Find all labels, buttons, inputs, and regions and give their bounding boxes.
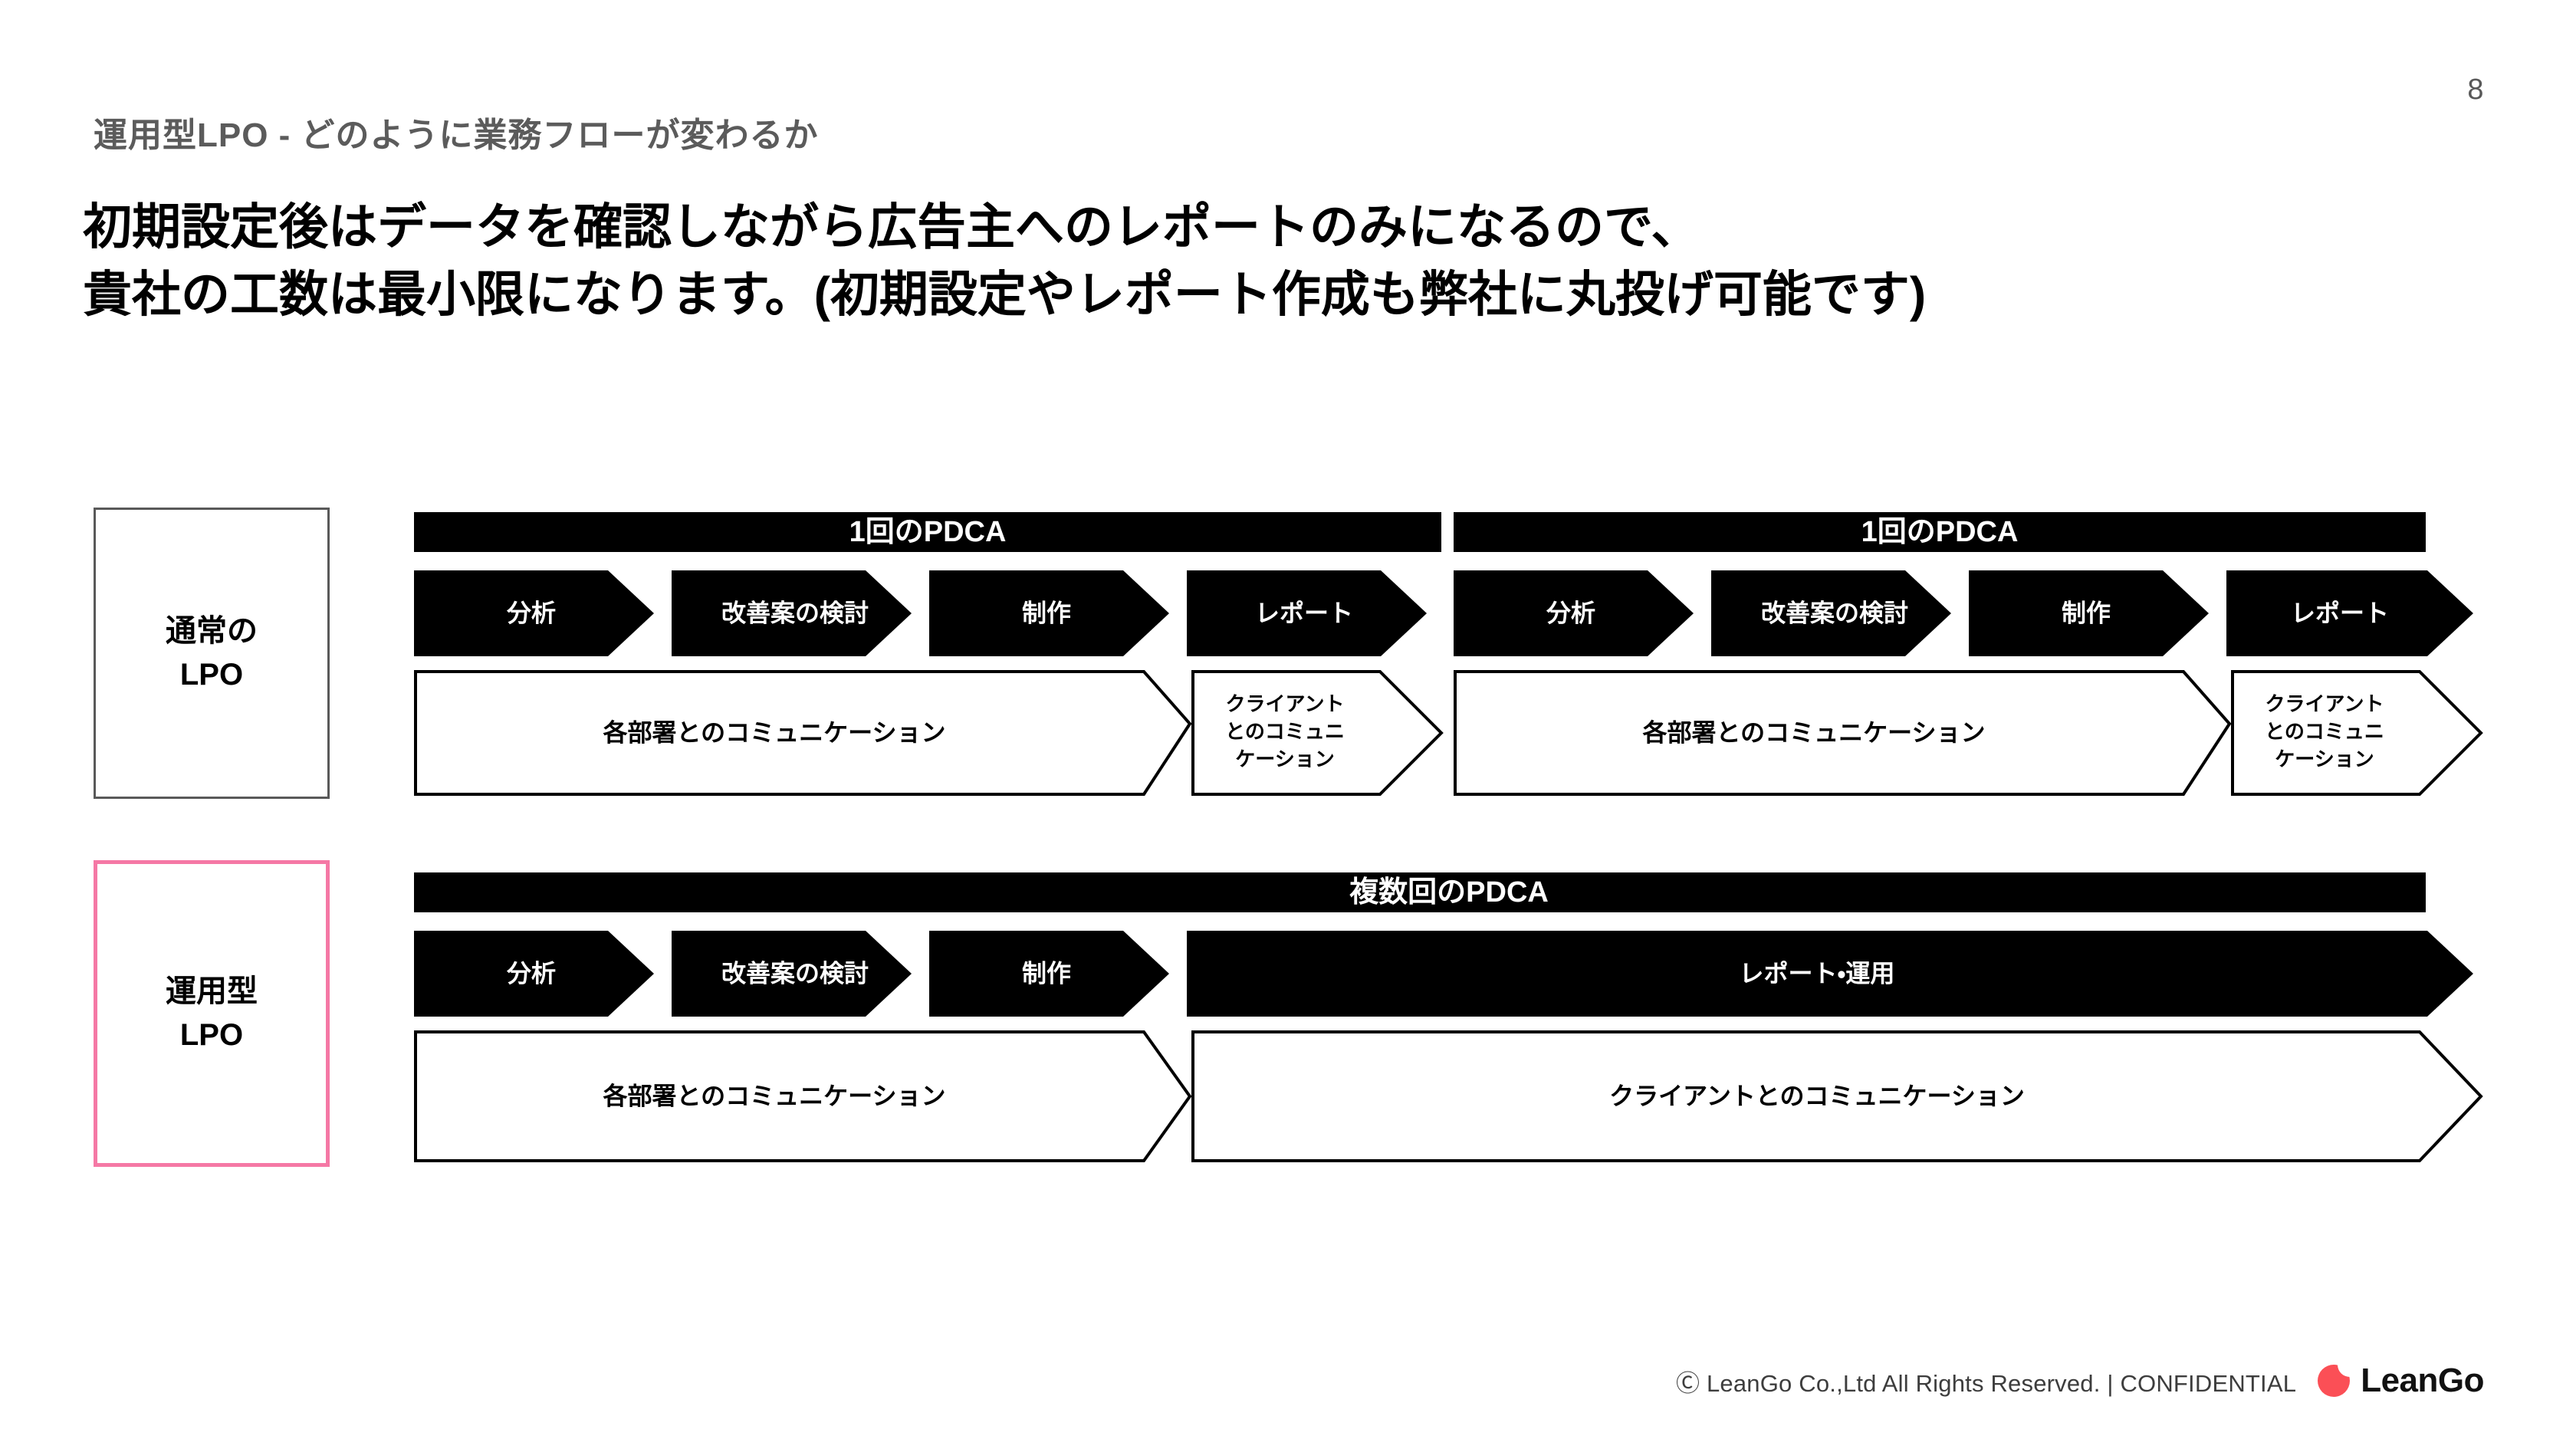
comm-chevron-row1-4-label-line2: とのコミュニ [2265,720,2384,743]
pdca-bar-row1-a-label: 1回のPDCA [849,516,1007,548]
step-chevron-row1-4 [1187,570,1427,656]
comm-chevron-row1-2-label-line1: クライアント [1226,692,1345,715]
step-chevron-row1-7 [1969,570,2209,656]
step-chevron-row1-6 [1711,570,1951,656]
step-chevron-row2-2 [672,931,912,1017]
pdca-bar-row1-b [1454,512,2426,552]
footer-copyright: Ⓒ LeanGo Co.,Ltd All Rights Reserved. | … [1675,1369,2297,1397]
pdca-bar-row1-b-label: 1回のPDCA [1861,516,2019,548]
step-chevron-row2-4-label: レポート・運用 [1740,959,1895,987]
step-chevron-row1-1-label: 分析 [506,599,556,626]
comm-chevron-row1-1-label: 各部署とのコミュニケーション [603,718,945,746]
step-chevron-row1-4-label: レポート [1255,599,1353,626]
step-chevron-row1-8-label: レポート [2291,599,2389,626]
step-chevron-row2-3 [929,931,1169,1017]
step-chevron-row2-3-label: 制作 [1022,959,1071,987]
step-chevron-row1-5-label: 分析 [1546,599,1595,626]
comm-chevron-row1-3 [1454,670,2232,796]
row-label-normal-lpo-text: 通常の LPO [166,614,258,692]
page-headline: 初期設定後はデータを確認しながら広告主へのレポートのみになるので、 貴社の工数は… [83,193,1926,329]
step-chevron-row1-5 [1454,570,1694,656]
comm-chevron-row1-1 [414,670,1192,796]
footer: Ⓒ LeanGo Co.,Ltd All Rights Reserved. | … [1675,1363,2485,1398]
step-chevron-row1-2-label: 改善案の検討 [721,599,869,626]
comm-chevron-row1-4 [2231,670,2483,796]
comm-chevron-row1-4-label-line1: クライアント [2266,692,2384,715]
step-chevron-row1-2 [672,570,912,656]
brand-logo: LeanGo [2316,1363,2484,1398]
step-chevron-row2-2-label: 改善案の検討 [721,959,869,987]
step-chevron-row1-8 [2226,570,2473,656]
pdca-bar-row1-a [414,512,1441,552]
comm-chevron-row1-2 [1191,670,1444,796]
row-label-managed-lpo-text: 運用型 LPO [166,974,258,1052]
step-chevron-row1-3 [929,570,1169,656]
comm-chevron-row2-2 [1191,1030,2483,1162]
row-label-normal-lpo: 通常の LPO [94,508,330,799]
comm-chevron-row2-1 [414,1030,1192,1162]
pdca-bar-row2-label: 複数回のPDCA [1349,876,1549,909]
headline-line-2: 貴社の工数は最小限になります。(初期設定やレポート作成も弊社に丸投げ可能です) [83,267,1927,323]
comm-chevron-row2-2-label: クライアントとのコミュニケーション [1609,1082,2025,1109]
comm-chevron-row1-3-label: 各部署とのコミュニケーション [1642,718,1985,746]
workflow-comparison-diagram: 通常の LPO 運用型 LPO 1回のPDCA 1回のPDCA 分析 改善案の検… [0,491,2576,1227]
step-chevron-row1-1 [414,570,654,656]
step-chevron-row1-3-label: 制作 [1022,599,1071,626]
section-eyebrow-title: 運用型LPO - どのように業務フローが変わるか [94,117,819,154]
step-chevron-row2-4 [1187,931,2473,1017]
step-chevron-row1-7-label: 制作 [2062,599,2111,626]
flow-chevrons-svg: 1回のPDCA 1回のPDCA 分析 改善案の検討 制作 レポート 分析 改善案… [414,512,2483,1162]
comm-chevron-row1-2-label-line2: とのコミュニ [1225,720,1345,743]
comm-chevron-row1-4-label-line3: ケーション [2275,748,2374,770]
page-number: 8 [2467,74,2484,106]
comm-chevron-row1-2-label-line3: ケーション [1235,748,1334,770]
comm-chevron-row2-1-label: 各部署とのコミュニケーション [603,1082,945,1109]
row-label-managed-lpo: 運用型 LPO [94,860,330,1167]
step-chevron-row2-1-label: 分析 [506,959,556,987]
headline-line-1: 初期設定後はデータを確認しながら広告主へのレポートのみになるので、 [83,199,1700,255]
brand-name: LeanGo [2361,1362,2484,1399]
leango-mark-icon [2318,1365,2351,1397]
step-chevron-row2-1 [414,931,654,1017]
pdca-bar-row2 [414,872,2426,912]
step-chevron-row1-6-label: 改善案の検討 [1761,599,1908,626]
